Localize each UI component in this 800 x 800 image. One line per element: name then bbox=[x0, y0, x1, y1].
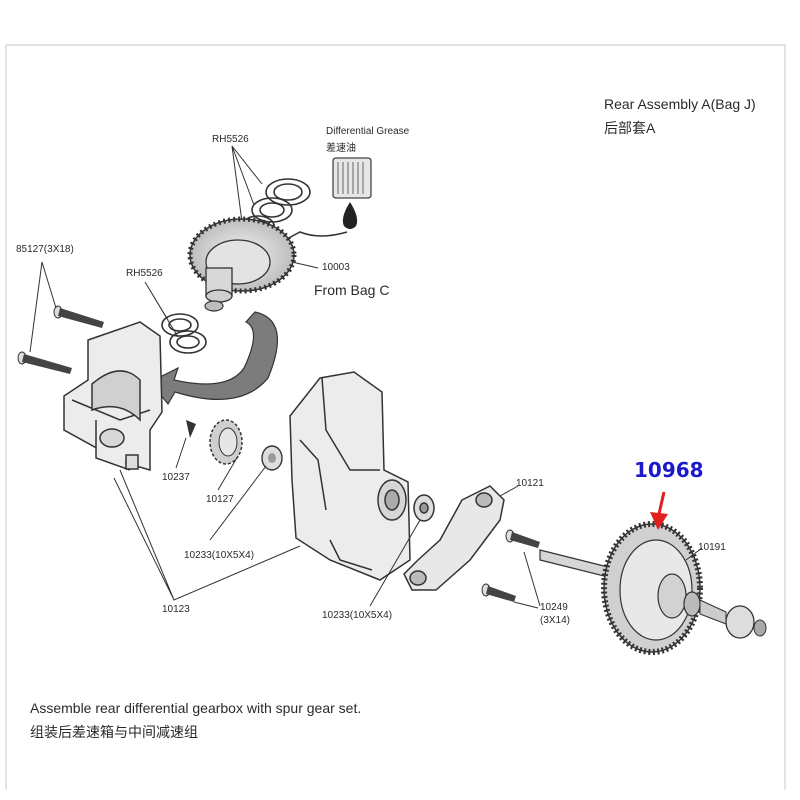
caption-line1: Assemble rear differential gearbox with … bbox=[30, 700, 362, 716]
differential-10003 bbox=[187, 216, 297, 312]
caption-line2: 组装后差速箱与中间减速组 bbox=[30, 724, 198, 740]
screw-85127 bbox=[17, 305, 104, 374]
pinion-gear bbox=[186, 419, 283, 471]
callout-part-number: 10968 bbox=[634, 458, 704, 482]
grease-label: Differential Grease bbox=[326, 126, 410, 137]
label-10191: 10191 bbox=[698, 542, 726, 553]
label-85127: 85127(3X18) bbox=[16, 244, 74, 255]
label-10249-size: (3X14) bbox=[540, 615, 571, 626]
title-line2: 后部套A bbox=[604, 120, 656, 136]
gearbox-half-right bbox=[289, 371, 435, 581]
label-rh5526-top: RH5526 bbox=[212, 134, 249, 145]
brace-10121 bbox=[403, 485, 505, 591]
label-10237: 10237 bbox=[162, 472, 190, 483]
label-10121: 10121 bbox=[516, 478, 544, 489]
shim-rh5526-top bbox=[241, 178, 311, 237]
frame-border bbox=[6, 44, 786, 790]
callout-arrow bbox=[650, 491, 668, 530]
screw-10249 bbox=[481, 529, 540, 602]
from-bag-label: From Bag C bbox=[314, 282, 390, 298]
label-rh5526-mid: RH5526 bbox=[126, 268, 163, 279]
title-line1: Rear Assembly A(Bag J) bbox=[604, 96, 756, 112]
shim-rh5526-mid bbox=[161, 313, 207, 354]
label-10003: 10003 bbox=[322, 262, 350, 273]
label-10249: 10249 bbox=[540, 602, 568, 613]
grease-label-cn: 差速油 bbox=[326, 143, 356, 154]
label-10127: 10127 bbox=[206, 494, 234, 505]
gearbox-half-left bbox=[63, 321, 163, 471]
label-10123: 10123 bbox=[162, 604, 190, 615]
assembly-arrow bbox=[149, 311, 279, 406]
label-10233-right: 10233(10X5X4) bbox=[322, 610, 393, 621]
spur-gear-10968 bbox=[539, 521, 767, 655]
label-10233-left: 10233(10X5X4) bbox=[184, 550, 255, 561]
grease-bottle-icon bbox=[269, 157, 372, 249]
